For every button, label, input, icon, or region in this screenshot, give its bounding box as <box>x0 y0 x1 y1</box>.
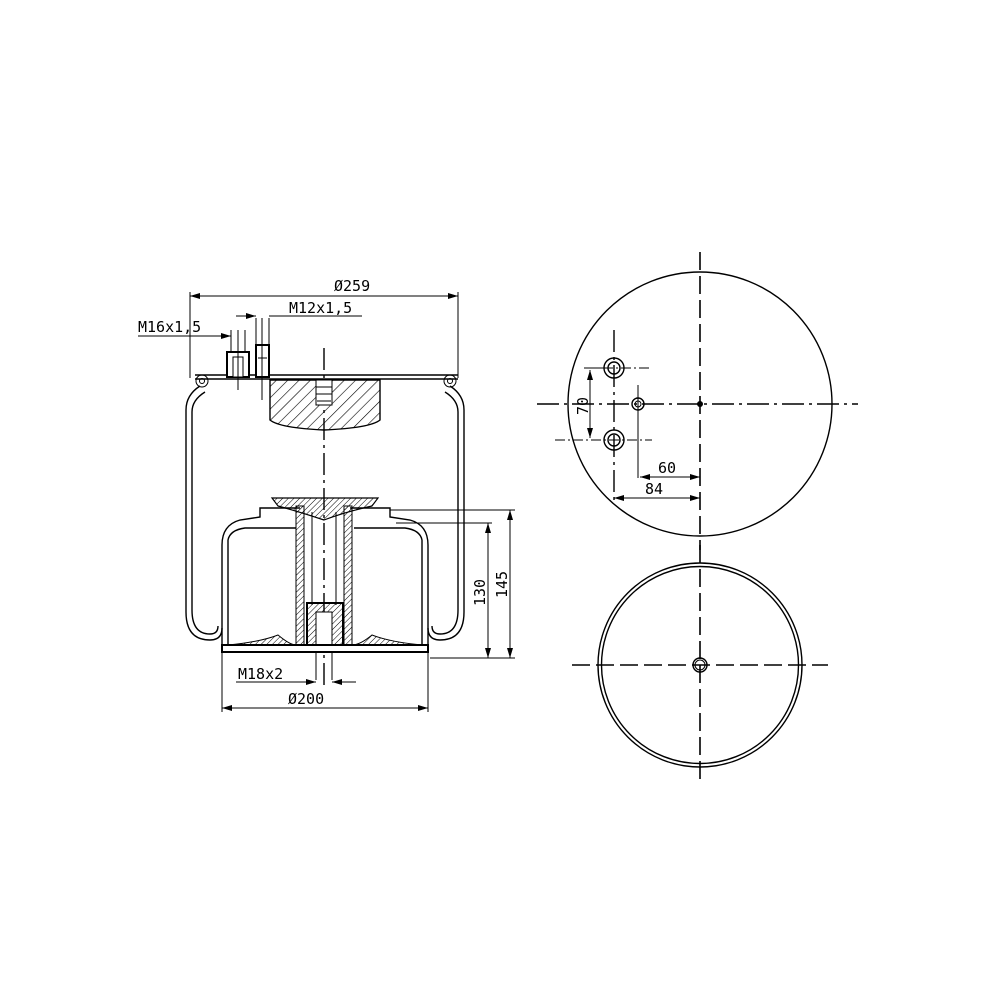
dim-text-70: 70 <box>574 397 592 415</box>
dim-text-84: 84 <box>645 480 663 498</box>
bellows-right-outer <box>427 385 465 641</box>
dimension-diameter-259: Ø259 <box>189 277 459 378</box>
dim-text-130: 130 <box>471 579 489 606</box>
dimension-height-130: 130 <box>396 522 515 659</box>
dim-text-145: 145 <box>493 571 511 598</box>
center-bore-outer <box>692 657 708 673</box>
dim-text-60: 60 <box>658 459 676 477</box>
top-view: 70 60 84 <box>537 252 858 550</box>
dimension-diameter-200: Ø200 <box>221 652 429 712</box>
air-inlet-hole <box>631 385 645 478</box>
dimension-offset-60: 60 <box>640 459 700 480</box>
stud-m12 <box>255 318 270 400</box>
dimension-thread-m12: M12x1,5 <box>236 299 362 319</box>
bolt-hole-lower <box>555 429 652 451</box>
dimension-offset-84: 84 <box>614 480 700 501</box>
dimension-thread-m18: M18x2 <box>236 665 356 685</box>
center-bore-inner <box>694 659 706 671</box>
dimension-bolt-spacing-70: 70 <box>574 367 604 438</box>
top-tapped-hole <box>315 379 333 406</box>
center-point <box>697 401 703 407</box>
bottom-view <box>572 545 828 780</box>
dim-text-m18: M18x2 <box>238 665 283 683</box>
dimension-thread-m16: M16x1,5 <box>138 318 231 339</box>
dim-text-259: Ø259 <box>334 277 370 295</box>
dim-text-m12: M12x1,5 <box>289 299 352 317</box>
stud-m16 <box>226 330 250 390</box>
dim-text-200: Ø200 <box>288 690 324 708</box>
dim-text-m16: M16x1,5 <box>138 318 201 336</box>
piston <box>221 497 429 680</box>
bellows-left-outer <box>185 385 223 641</box>
bellows-left-inner <box>191 391 219 635</box>
side-view: Ø259 M12x1,5 M16x1,5 M18x2 Ø200 <box>138 277 515 712</box>
bellows-right-inner <box>431 391 459 635</box>
dimension-height-145: 145 <box>390 509 515 658</box>
